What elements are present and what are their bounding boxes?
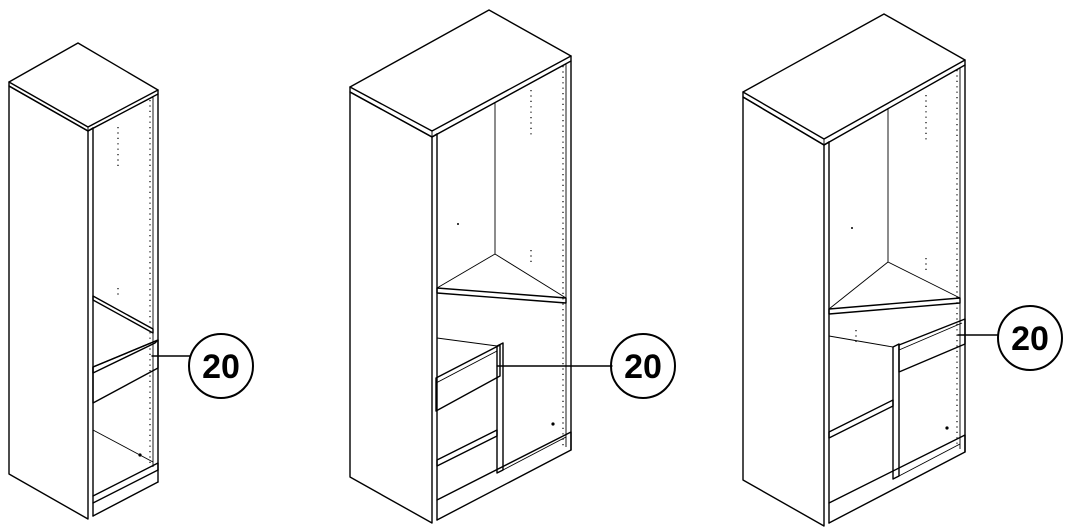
- top-panel: [8, 42, 159, 128]
- side-panel-left: [742, 96, 825, 527]
- lower-shelf: [828, 399, 894, 439]
- callout-circle: [997, 305, 1063, 371]
- wardrobe-double-left: 20: [349, 9, 676, 524]
- drawer-front: [435, 344, 501, 412]
- drawer-front: [92, 339, 159, 404]
- bottom-panel: [828, 434, 966, 524]
- top-panel: [349, 9, 572, 132]
- callout-label: 20: [1011, 320, 1049, 358]
- callout-label: 20: [624, 348, 662, 386]
- fixed-shelf: [92, 295, 154, 334]
- callout-circle: [610, 333, 676, 399]
- bottom-panel: [436, 431, 572, 521]
- side-panel-left: [8, 85, 89, 520]
- wardrobe-double-right: 20: [742, 13, 1063, 527]
- fixed-shelf: [436, 287, 567, 304]
- side-panel-left: [349, 91, 433, 524]
- divider-panel: [892, 343, 900, 480]
- fixed-shelf: [828, 297, 961, 315]
- bottom-panel: [92, 462, 159, 504]
- callout-label: 20: [202, 348, 240, 386]
- drawer-front: [898, 318, 966, 373]
- callout-circle: [188, 333, 254, 399]
- wardrobe-single: 20: [8, 42, 254, 520]
- top-panel: [742, 13, 966, 140]
- lower-shelf: [436, 429, 498, 467]
